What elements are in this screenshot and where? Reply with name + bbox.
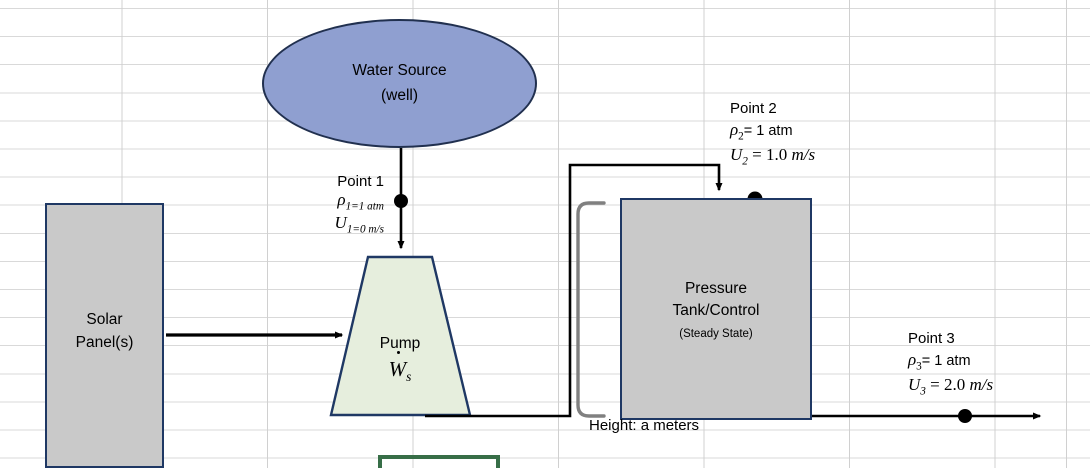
point3-density-value: = 1 atm — [921, 352, 971, 369]
water-source-label-line2: (well) — [380, 86, 419, 104]
solar-panel-label-line2: Panel(s) — [75, 333, 134, 351]
point1-density: ρ1=1 atm — [276, 190, 384, 213]
point3-velocity-value: = 2.0 — [930, 374, 966, 394]
point2-density-value: = 1 atm — [743, 122, 793, 139]
u-symbol: U — [908, 374, 921, 394]
point3-annotation: Point 3 ρ3= 1 atm U3 = 2.0 m/s — [908, 330, 993, 399]
pump-label-text: Pump — [379, 335, 421, 352]
point3-velocity-sub: 3 — [920, 385, 926, 398]
point3-header: Point 3 — [908, 330, 955, 347]
pump-label: Pump Ws — [330, 335, 470, 384]
point2-velocity: U2 = 1.0 m/s — [730, 144, 815, 169]
rho-symbol: ρ — [730, 119, 739, 139]
pump-work-symbol: Ws — [330, 359, 470, 384]
green-rectangle-shape — [378, 455, 500, 468]
point2-velocity-value: = 1.0 — [752, 144, 788, 164]
water-source-label-line1: Water Source — [352, 62, 447, 80]
point3-velocity: U3 = 2.0 m/s — [908, 374, 993, 399]
water-source-label: Water Source (well) — [352, 59, 446, 107]
point2-header: Point 2 — [730, 100, 777, 117]
u-symbol: U — [730, 144, 743, 164]
point3-velocity-units: m/s — [969, 374, 994, 394]
pressure-tank-shape: Pressure Tank/Control (Steady State) — [620, 198, 812, 420]
u-symbol: U — [334, 213, 347, 233]
point1-velocity-text: 1=0 m/s — [346, 223, 384, 236]
point2-density-sub: 2 — [738, 129, 744, 142]
point1-density-text: 1=1 atm — [345, 200, 384, 213]
work-letter: W — [388, 357, 407, 381]
height-label: Height: a meters — [589, 417, 700, 434]
point3-density-sub: 3 — [916, 359, 922, 372]
point1-annotation: Point 1 ρ1=1 atm U1=0 m/s — [276, 173, 384, 236]
solar-panel-label: Solar Panel(s) — [76, 309, 134, 354]
point1-velocity: U1=0 m/s — [276, 213, 384, 236]
solar-panel-label-line1: Solar — [86, 311, 123, 329]
tank-label: Pressure Tank/Control — [672, 278, 759, 323]
point2-velocity-units: m/s — [791, 144, 816, 164]
tank-label-line2: Tank/Control — [672, 302, 760, 319]
solar-panel-shape: Solar Panel(s) — [45, 203, 164, 468]
point1-header: Point 1 — [337, 173, 384, 190]
rho-symbol: ρ — [908, 349, 917, 369]
tank-sublabel: (Steady State) — [679, 328, 753, 341]
tank-label-line1: Pressure — [684, 279, 747, 297]
point2-density: ρ2= 1 atm — [730, 119, 815, 144]
point2-annotation: Point 2 ρ2= 1 atm U2 = 1.0 m/s — [730, 100, 815, 169]
point2-velocity-sub: 2 — [742, 155, 748, 168]
water-source-shape: Water Source (well) — [262, 19, 537, 148]
rho-symbol: ρ — [337, 190, 346, 210]
point3-density: ρ3= 1 atm — [908, 349, 993, 374]
work-subscript: s — [406, 369, 412, 385]
